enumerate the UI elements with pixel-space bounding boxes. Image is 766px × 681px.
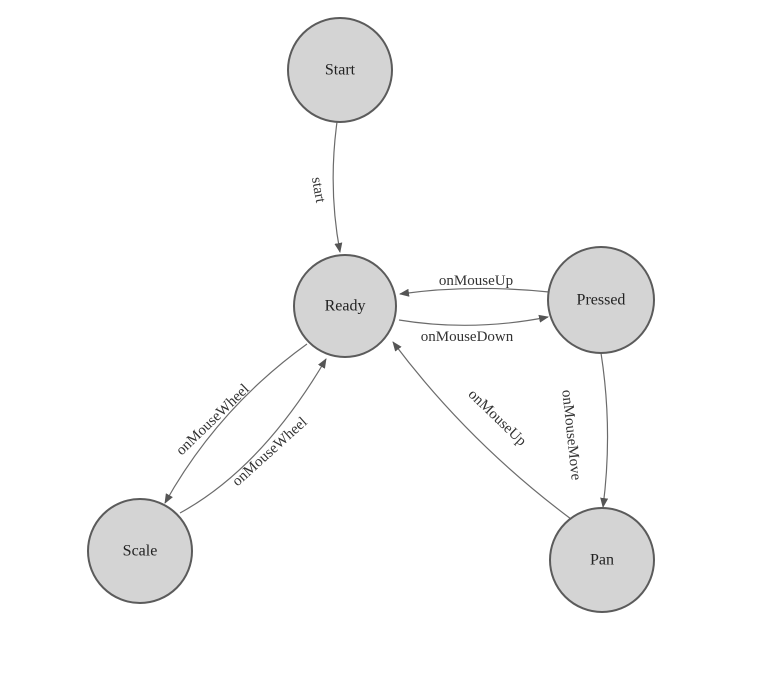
state-circle-scale[interactable] xyxy=(87,498,193,604)
state-node-ready[interactable]: Ready xyxy=(293,254,397,358)
state-node-pressed[interactable]: Pressed xyxy=(547,246,655,354)
edge-scale-ready-label: onMouseWheel xyxy=(229,414,310,489)
edge-scale-ready xyxy=(179,358,327,514)
edge-ready-pressed-label: onMouseDown xyxy=(421,329,514,345)
state-circle-ready[interactable] xyxy=(293,254,397,358)
edge-start-ready xyxy=(332,121,343,253)
edge-ready-pressed xyxy=(398,314,549,326)
state-label-start: Start xyxy=(325,62,356,79)
edge-ready-scale-label: onMouseWheel xyxy=(173,381,252,458)
state-node-scale[interactable]: Scale xyxy=(87,498,193,604)
state-label-pan: Pan xyxy=(590,552,614,569)
edge-ready-scale xyxy=(164,343,308,504)
state-label-ready: Ready xyxy=(325,298,366,315)
edge-start-ready-label: start xyxy=(308,176,328,205)
state-node-pan[interactable]: Pan xyxy=(549,507,655,613)
edge-pressed-pan xyxy=(600,352,609,508)
state-label-pressed: Pressed xyxy=(577,292,626,309)
state-label-scale: Scale xyxy=(123,543,158,560)
state-circle-pan[interactable] xyxy=(549,507,655,613)
edge-pressed-ready-label: onMouseUp xyxy=(439,273,513,289)
edge-pressed-pan-label: onMouseMove xyxy=(558,389,583,481)
state-circle-pressed[interactable] xyxy=(547,246,655,354)
edge-pan-ready-label: onMouseUp xyxy=(465,386,529,449)
edge-pan-ready xyxy=(392,341,572,520)
state-node-start[interactable]: Start xyxy=(287,17,393,123)
state-circle-start[interactable] xyxy=(287,17,393,123)
edge-pressed-ready xyxy=(399,287,550,297)
